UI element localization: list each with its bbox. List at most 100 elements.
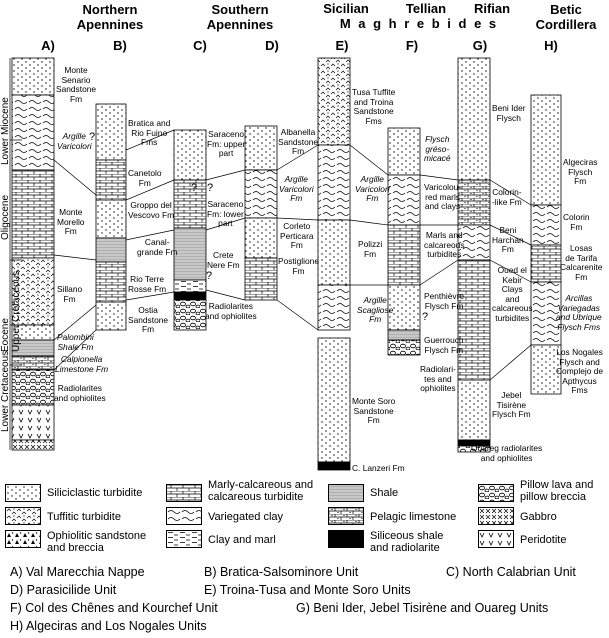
column-b-layer-3 <box>95 199 127 239</box>
fm-a-argille-varicolori: Argille Varicolori <box>57 131 92 151</box>
legend-label-gabbro: Gabbro <box>520 511 557 523</box>
column-c-layer-6 <box>173 299 207 331</box>
correlation-line-27 <box>489 224 532 246</box>
legend-label-siliceous: Siliceous shale and radiolarite <box>370 530 444 554</box>
unit-caption-d: D) Parasicilide Unit <box>10 583 117 597</box>
column-e-layer-3 <box>317 219 351 286</box>
column-label-e: E) <box>335 38 349 53</box>
unit-caption-f: F) Col des Chênes and Kourchef Unit <box>10 601 218 615</box>
fm-groppo-del-vescovo: Groppo del Vescovo Fm <box>128 200 175 220</box>
fm-penthievre-flysch: Penthièvre Flysch Fm <box>424 291 465 311</box>
column-label-f: F) <box>405 38 419 53</box>
fm-flysch-greso-micace: Flysch gréso- micacé <box>424 134 451 164</box>
fm-beni-ider-flysch: Beni Ider Flysch <box>492 103 526 123</box>
fm-saraceno-lower: Saraceno Fm: lower part <box>207 199 244 229</box>
fm-ostia-sandstone: Ostia Sandstone Fm <box>128 305 169 335</box>
fm-jebel-tisirene: Jebel Tisirène Flysch Fm <box>492 390 531 420</box>
correlation-line-19 <box>276 299 319 331</box>
column-h-layer-4 <box>530 281 562 346</box>
legend-label-clay-marl: Clay and marl <box>208 534 276 546</box>
question-mark-c2: ? <box>207 182 214 194</box>
header-rifian: Rifian <box>473 1 511 16</box>
legend-label-tuffitic: Tuffitic turbidite <box>47 511 121 523</box>
legend-label-pelagic: Pelagic limestone <box>370 511 457 523</box>
column-f-layer-5 <box>387 329 421 341</box>
header-sicilian: Sicilian <box>323 1 369 16</box>
correlation-line-17 <box>276 144 319 171</box>
legend-swatch-pillow <box>478 484 514 502</box>
column-c-layer-4 <box>173 279 207 293</box>
fm-postiglione: Postiglione Fm <box>278 256 319 276</box>
legend-label-variegated: Variegated clay <box>208 511 284 523</box>
column-f-layer-3 <box>387 224 421 286</box>
legend-label-peridotite: Peridotite <box>520 534 567 546</box>
column-a-layer-9 <box>11 404 55 441</box>
fm-d-argille-varicolori: Argille Varicolori Fm <box>279 174 314 204</box>
column-a-layer-8 <box>11 369 55 406</box>
correlation-line-29 <box>489 344 532 381</box>
fm-arcillas-variegadas: Arcillas Variegadas and Ubrique Flysch F… <box>556 293 602 332</box>
correlation-line-18 <box>276 217 319 221</box>
fm-beni-harchan: Beni Harchan Fm <box>492 225 524 255</box>
column-g-layer-5 <box>457 379 491 441</box>
fm-monte-senario: Monte Senario Sandstone Fm <box>56 65 97 104</box>
column-b-layer-6 <box>95 301 127 331</box>
fm-polizzi: Polizzi Fm <box>358 239 383 259</box>
legend-swatch-peridotite <box>478 530 514 548</box>
header-tellian: Tellian <box>405 1 447 16</box>
fm-oued-el-kebir: Oued el Kebir Clays and calcareous turbi… <box>492 265 533 323</box>
age-lower-cretaceous: Lower Cretaceous <box>0 350 11 432</box>
legend-swatch-marly <box>166 484 202 502</box>
column-h-layer-5 <box>530 344 562 395</box>
question-mark-c1: ? <box>191 182 198 194</box>
fm-saraceno-upper: Saraceno Fm: upper part <box>207 129 246 159</box>
correlation-line-8 <box>53 304 97 341</box>
correlation-line-25 <box>419 259 459 286</box>
unit-caption-a: A) Val Marecchia Nappe <box>10 565 145 579</box>
correlation-line-6 <box>53 159 97 196</box>
column-e-layer-4 <box>317 284 351 331</box>
fm-calpionella-limestone: Calpionella Limestone Fm <box>55 354 109 374</box>
fm-colorin-like: Colorin- -like Fm <box>492 187 522 207</box>
unit-caption-c: C) North Calabrian Unit <box>446 565 576 579</box>
age-eocene: Eocene <box>0 318 11 352</box>
correlation-line-15 <box>205 217 246 231</box>
column-d-layer-3 <box>244 217 278 259</box>
fm-colorin: Colorin Fm <box>563 212 590 232</box>
fm-e-argille-varicolori: Argille Varicolori Fm <box>355 174 390 204</box>
correlation-line-20 <box>349 144 389 176</box>
column-label-a: A) <box>41 38 55 53</box>
column-d-layer-1 <box>244 125 278 171</box>
correlation-line-23 <box>419 174 459 181</box>
fm-losas-de-tarifa: Losas de Tarifa Calcarenite Fm <box>560 243 603 282</box>
correlation-line-26 <box>489 179 532 206</box>
unit-caption-e: E) Troina-Tusa and Monte Soro Units <box>204 583 411 597</box>
unit-caption-g: G) Beni Ider, Jebel Tisirène and Ouareg … <box>296 601 549 615</box>
fm-algeciras-flysch: Algeciras Flysch Fm <box>563 157 598 187</box>
column-b-layer-2 <box>95 159 127 201</box>
correlation-line-14 <box>205 169 246 181</box>
column-h-layer-1 <box>530 94 562 206</box>
legend-label-marly: Marly-calcareous and calcareous turbidit… <box>208 479 314 503</box>
legend-label-pillow: Pillow lava and pillow breccia <box>520 479 594 503</box>
fm-tusa-troina: Tusa Tuffite and Troina Sandstone Fms <box>352 87 396 126</box>
fm-ouareg-radiolarites: Ouareg radiolarites and ophiolites <box>471 443 543 463</box>
correlation-line-10 <box>125 129 175 151</box>
column-a-layer-1 <box>11 57 55 96</box>
column-a-layer-2 <box>11 94 55 171</box>
legend-swatch-clay-marl <box>166 530 202 548</box>
header-southern-apennines: Southern Apennines <box>206 2 274 32</box>
fm-argille-scagliose: Argille Scagliose Fm <box>357 295 394 325</box>
correlation-line-13 <box>125 291 175 301</box>
legend-swatch-gabbro <box>478 507 514 525</box>
correlation-line-16 <box>205 289 246 301</box>
legend-swatch-shale <box>328 484 364 502</box>
column-e-layer-2 <box>317 144 351 221</box>
column-c-layer-5 <box>173 291 207 301</box>
column-label-c: C) <box>193 38 207 53</box>
legend-swatch-pelagic <box>328 507 364 525</box>
fm-f-radiolarites: Radiolari- tes and ophiolites <box>420 364 456 394</box>
unit-caption-b: B) Bratica-Salsominore Unit <box>204 565 359 579</box>
column-g-layer-1 <box>457 57 491 181</box>
